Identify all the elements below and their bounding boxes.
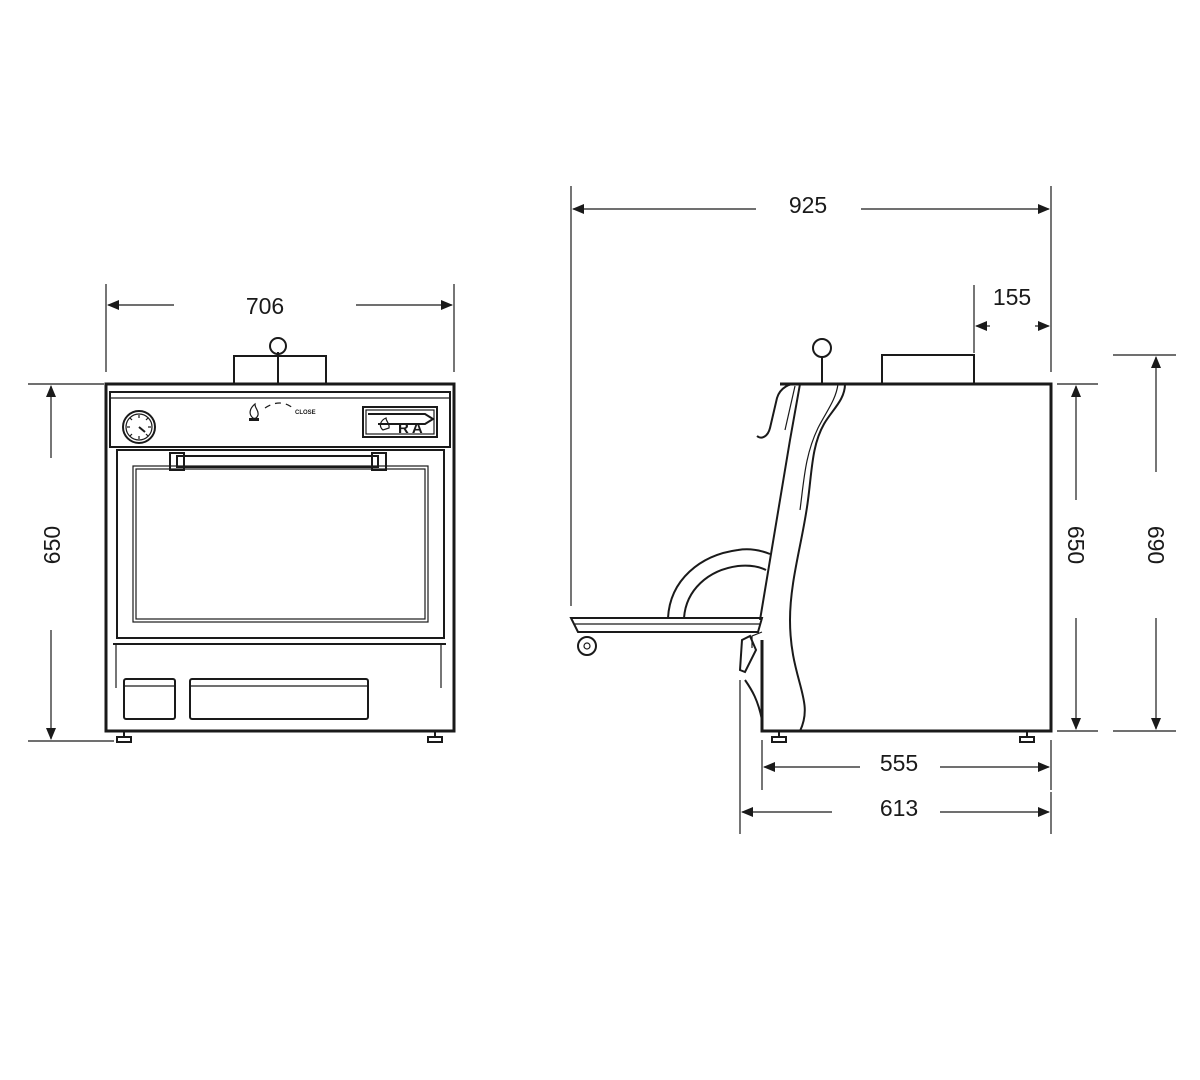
front-view: CLOSE RA — [28, 284, 456, 743]
side-tray — [569, 617, 764, 633]
logo-text: RA — [398, 420, 426, 437]
front-door-handle — [176, 455, 379, 468]
dimension-side-top-offset: 155 — [973, 284, 1050, 353]
side-door-handle — [756, 382, 801, 439]
side-top-offset-label: 155 — [993, 284, 1031, 310]
front-ash-drawer-small — [123, 678, 176, 720]
front-foot-left — [116, 731, 132, 743]
flame-icon — [249, 402, 259, 421]
side-front-face — [759, 383, 801, 621]
dimension-side-body-height: 650 — [1057, 383, 1098, 732]
side-body-depth-label: 555 — [880, 750, 918, 776]
side-chimney — [881, 354, 975, 385]
dimension-front-height: 650 — [28, 383, 114, 742]
dimension-side-base-depth: 613 — [739, 680, 1052, 834]
front-ash-drawer-large — [189, 678, 369, 720]
side-open-door — [667, 548, 771, 619]
front-height-label: 650 — [39, 526, 65, 564]
brand-logo: RA — [362, 406, 438, 438]
dimension-side-total-height: 690 — [1113, 354, 1176, 732]
side-body-height-label: 650 — [1063, 526, 1089, 564]
side-base-depth-label: 613 — [880, 795, 918, 821]
front-foot-right — [427, 731, 443, 743]
front-damper-knob-icon — [269, 337, 287, 355]
side-foot-left — [771, 731, 787, 743]
dimension-side-total-depth: 925 — [570, 186, 1052, 606]
damper-arc-indicator — [264, 402, 294, 409]
thermometer-icon — [122, 410, 156, 444]
side-total-depth-label: 925 — [789, 192, 827, 218]
front-door — [116, 449, 445, 639]
side-tray-wheel-icon — [577, 636, 597, 656]
side-foot-right — [1019, 731, 1035, 743]
dimension-front-width: 706 — [105, 284, 455, 372]
front-chimney — [233, 355, 327, 385]
front-width-label: 706 — [246, 293, 284, 319]
front-door-window — [132, 465, 429, 623]
side-damper-knob-icon — [812, 338, 832, 358]
side-view: 925 155 650 690 — [569, 186, 1176, 834]
close-label: CLOSE — [295, 410, 316, 416]
front-control-panel — [109, 391, 451, 448]
side-body-outline — [760, 382, 1053, 733]
side-total-height-label: 690 — [1143, 526, 1169, 564]
dimension-side-body-depth: 555 — [761, 740, 1052, 790]
